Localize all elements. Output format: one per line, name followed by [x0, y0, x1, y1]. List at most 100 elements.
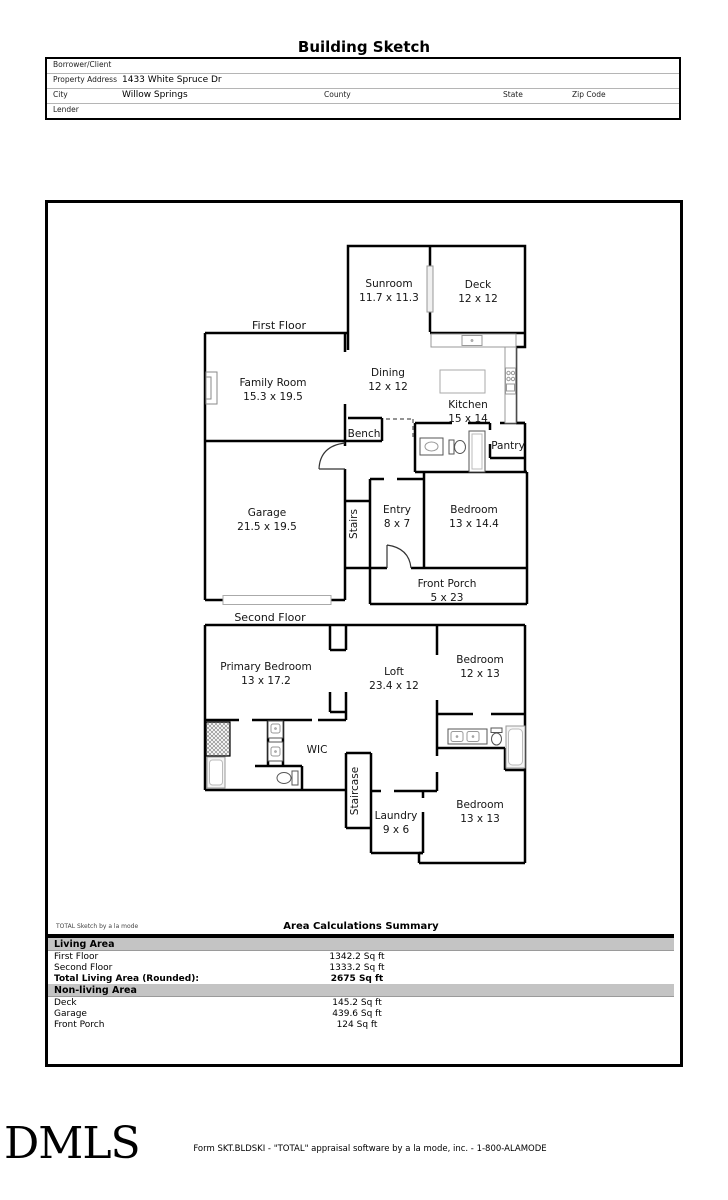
state-label: State [503, 90, 523, 99]
bedroom1-label: Bedroom [450, 504, 498, 516]
area-calculations-summary: TOTAL Sketch by a la mode Area Calculati… [48, 919, 674, 1030]
row-label: Deck [54, 998, 77, 1008]
row-value: 1342.2 Sq ft [329, 952, 385, 962]
stove [505, 367, 516, 395]
floor2-fixtures [205, 720, 526, 789]
deck-dims: 12 x 12 [458, 293, 498, 305]
summary-row-second-floor: Second Floor 1333.2 Sq ft [48, 962, 674, 973]
bath1-toilet [448, 439, 466, 455]
summary-divider-rule [48, 934, 674, 938]
kitchen-label: Kitchen [448, 399, 487, 411]
floor1-walls [203, 244, 529, 606]
stairs-label: Stairs [348, 509, 360, 539]
summary-row-deck: Deck 145.2 Sq ft [48, 997, 674, 1008]
sketch-outer-border [45, 200, 683, 1067]
kitchen-island [439, 369, 486, 394]
entry-label: Entry [383, 504, 411, 516]
second-floor-label: Second Floor [234, 611, 306, 624]
sunroom-dims: 11.7 x 11.3 [359, 292, 419, 304]
loft-label: Loft [384, 666, 404, 678]
sunroom-slider-door [426, 265, 434, 313]
dining-label: Dining [371, 367, 405, 379]
row-value: 124 Sq ft [336, 1020, 378, 1030]
borrower-label: Borrower/Client [53, 60, 112, 69]
primary-toilet [276, 770, 299, 786]
bedroom2-dims: 12 x 13 [460, 668, 500, 680]
dining-dims: 12 x 12 [368, 381, 408, 393]
summary-row-total-living: Total Living Area (Rounded): 2675 Sq ft [48, 973, 674, 984]
kitchen-sink [461, 335, 483, 346]
row-label: Front Porch [54, 1020, 105, 1030]
floor2-walls [203, 623, 527, 865]
deck-label: Deck [465, 279, 492, 291]
zip-code-label: Zip Code [572, 90, 606, 99]
lender-label: Lender [53, 105, 79, 114]
form-attribution-line: Form SKT.BLDSKI - "TOTAL" appraisal soft… [193, 1144, 547, 1154]
row-value: 145.2 Sq ft [332, 998, 382, 1008]
bedroom3-label: Bedroom [456, 799, 504, 811]
floor1-fixtures [205, 265, 517, 605]
row-label: Second Floor [54, 963, 113, 973]
floor1-door-arcs [318, 442, 412, 569]
nonliving-area-header: Non-living Area [54, 985, 137, 996]
living-area-section-bar: Living Area [48, 938, 674, 951]
garage-label: Garage [248, 507, 286, 519]
garage-door [222, 595, 332, 605]
floor2-labels: Second Floor Primary Bedroom 13 x 17.2 L… [220, 611, 503, 836]
front-porch-dims: 5 x 23 [431, 592, 464, 604]
living-area-header: Living Area [54, 939, 115, 950]
floor-plan-drawing: First Floor Sunroom 11.7 x 11.3 Deck 12 … [203, 244, 529, 865]
sunroom-label: Sunroom [365, 278, 412, 290]
laundry-label: Laundry [375, 810, 418, 822]
summary-header: TOTAL Sketch by a la mode Area Calculati… [48, 919, 674, 934]
property-address-label: Property Address [53, 75, 117, 84]
row-label: Garage [54, 1009, 87, 1019]
wic-label: WIC [307, 744, 328, 756]
primary-shower [205, 721, 231, 757]
staircase-label: Staircase [349, 767, 361, 815]
first-floor-label: First Floor [252, 319, 306, 332]
entry-dims: 8 x 7 [384, 518, 410, 530]
summary-row-garage: Garage 439.6 Sq ft [48, 1008, 674, 1019]
total-label: Total Living Area (Rounded): [54, 974, 199, 984]
header-row-city: City Willow Springs County State Zip Cod… [47, 88, 679, 103]
bedroom1-dims: 13 x 14.4 [449, 518, 499, 530]
bath2-vanity-sinks [447, 728, 488, 745]
summary-row-front-porch: Front Porch 124 Sq ft [48, 1019, 674, 1030]
row-value: 439.6 Sq ft [332, 1009, 382, 1019]
laundry-dims: 9 x 6 [383, 824, 410, 836]
pantry-label: Pantry [491, 440, 525, 452]
property-header-table: Borrower/Client Property Address 1433 Wh… [45, 57, 681, 120]
bath1-shower [468, 430, 486, 473]
floor1-closet-dashed [386, 418, 414, 440]
bedroom3-dims: 13 x 13 [460, 813, 500, 825]
garage-dims: 21.5 x 19.5 [237, 521, 297, 533]
total-sketch-watermark: TOTAL Sketch by a la mode [56, 923, 139, 930]
county-label: County [324, 90, 351, 99]
bedroom2-label: Bedroom [456, 654, 504, 666]
header-row-borrower: Borrower/Client [47, 59, 679, 73]
loft-dims: 23.4 x 12 [369, 680, 419, 692]
bath2-tub [505, 725, 526, 769]
city-value: Willow Springs [122, 90, 188, 100]
row-label: First Floor [54, 952, 99, 962]
bench-label: Bench [348, 428, 381, 440]
primary-tub [206, 756, 226, 789]
bath2-toilet [490, 727, 503, 746]
floor1-labels: First Floor Sunroom 11.7 x 11.3 Deck 12 … [237, 278, 525, 604]
bath1-sink [419, 437, 444, 456]
family-room-label: Family Room [239, 377, 306, 389]
header-row-lender: Lender [47, 103, 679, 118]
nonliving-area-section-bar: Non-living Area [48, 984, 674, 997]
summary-row-first-floor: First Floor 1342.2 Sq ft [48, 951, 674, 962]
property-address-value: 1433 White Spruce Dr [122, 75, 222, 85]
row-value: 1333.2 Sq ft [329, 963, 385, 973]
summary-title: Area Calculations Summary [283, 921, 439, 932]
page-title: Building Sketch [297, 38, 431, 56]
primary-bedroom-label: Primary Bedroom [220, 661, 311, 673]
front-porch-label: Front Porch [418, 578, 477, 590]
city-label: City [53, 90, 68, 99]
header-row-address: Property Address 1433 White Spruce Dr [47, 73, 679, 88]
primary-vanity-sinks [267, 720, 284, 762]
